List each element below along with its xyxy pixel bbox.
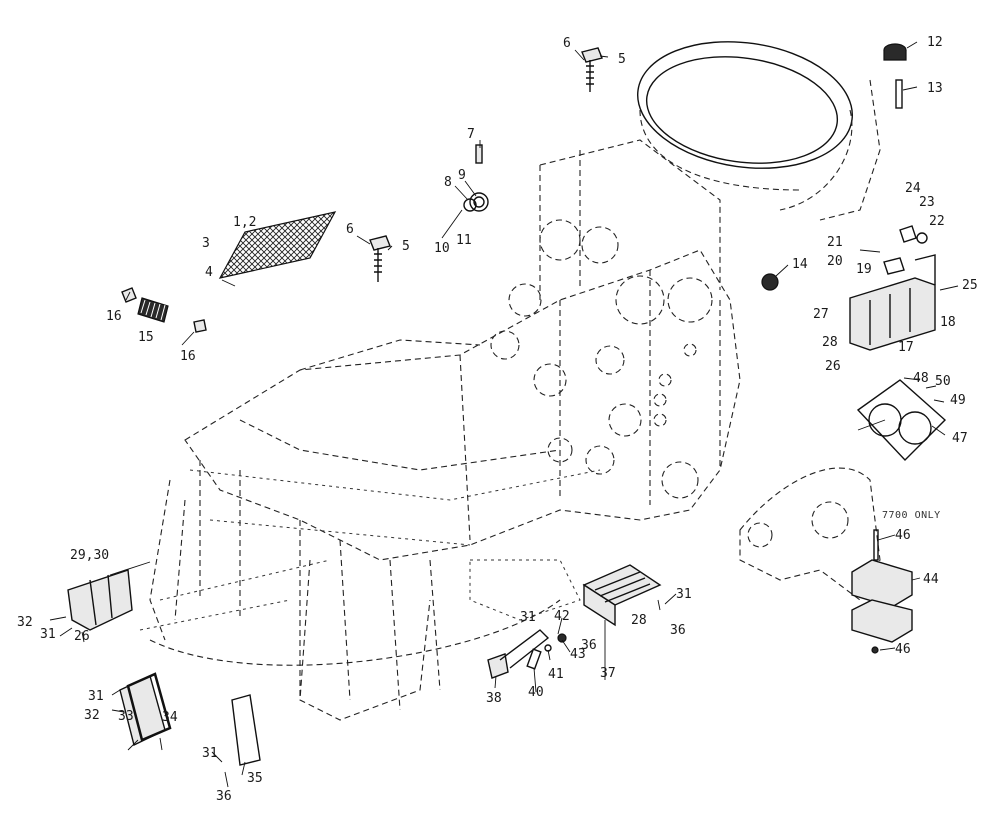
callout-label: 46 (895, 528, 911, 543)
callout-label: 10 (434, 241, 450, 256)
callout-label: 31 (520, 610, 536, 625)
callout-label: 33 (118, 709, 134, 724)
callout-label: 4 (205, 265, 213, 280)
callout-label: 36 (581, 638, 597, 653)
callout-label: 17 (898, 340, 914, 355)
callout-label: 9 (458, 168, 466, 183)
callout-label: 20 (827, 254, 843, 269)
callout-label: 48 (913, 371, 929, 386)
callout-label: 16 (180, 349, 196, 364)
variant-note: 7700 ONLY (882, 510, 941, 521)
gasket-plate (856, 379, 947, 462)
callout-label: 43 (570, 647, 586, 662)
callout-label: 19 (856, 262, 872, 277)
callout-label: 27 (813, 307, 829, 322)
callout-label: 6 (346, 222, 354, 237)
callout-label: 50 (935, 374, 951, 389)
callout-label: 41 (548, 667, 564, 682)
small-parts-top (463, 144, 489, 212)
callout-label: 12 (927, 35, 943, 50)
callout-labels: 1,2 3 4 5 5 6 6 7 8 9 10 11 12 13 14 15 … (17, 35, 978, 804)
callout-label: 21 (827, 235, 843, 250)
cap-and-rod (883, 43, 907, 109)
clamp-44 (851, 529, 913, 654)
callout-label: 5 (618, 52, 626, 67)
callout-label: 46 (895, 642, 911, 657)
callout-label: 37 (600, 666, 616, 681)
callout-label: 32 (17, 615, 33, 630)
callout-label: 8 (444, 175, 452, 190)
callout-label: 11 (456, 233, 472, 248)
callout-label: 13 (927, 81, 943, 96)
callout-label: 42 (554, 609, 570, 624)
callout-label: 31 (202, 746, 218, 761)
callout-label: 18 (940, 315, 956, 330)
callout-label: 31 (40, 627, 56, 642)
callout-label: 15 (138, 330, 154, 345)
callout-label: 36 (216, 789, 232, 804)
callout-label: 16 (106, 309, 122, 324)
leader-lines (49, 41, 946, 788)
right-bracket (849, 225, 959, 351)
callout-label: 40 (528, 685, 544, 700)
bolt-lower (369, 235, 391, 282)
step-mesh (218, 211, 337, 287)
spring-assembly (121, 287, 207, 333)
callout-label: 28 (631, 613, 647, 628)
callout-label: 38 (486, 691, 502, 706)
callout-label: 5 (402, 239, 410, 254)
callout-label: 6 (563, 36, 571, 51)
callout-label: 7 (467, 127, 475, 142)
tank-ring (637, 41, 881, 221)
callout-label: 32 (84, 708, 100, 723)
callout-label: 31 (88, 689, 104, 704)
callout-label: 25 (962, 278, 978, 293)
right-fender (739, 467, 881, 601)
callout-label: 26 (825, 359, 841, 374)
bolt-upper (581, 47, 603, 92)
callout-label: 3 (202, 236, 210, 251)
callout-label: 47 (952, 431, 968, 446)
right-step (582, 564, 662, 627)
left-lower-parts (67, 569, 261, 766)
callout-label: 28 (822, 335, 838, 350)
main-frame (139, 139, 741, 721)
callout-label: 29,30 (70, 548, 109, 563)
callout-label: 14 (792, 257, 808, 272)
callout-label: 24 (905, 181, 921, 196)
frame-openings (490, 219, 713, 499)
callout-label: 23 (919, 195, 935, 210)
callout-label: 1,2 (233, 215, 256, 230)
callout-label: 26 (74, 629, 90, 644)
pedal-assembly (487, 629, 567, 679)
callout-label: 34 (162, 710, 178, 725)
callout-label: 36 (670, 623, 686, 638)
callout-label: 22 (929, 214, 945, 229)
callout-label: 44 (923, 572, 939, 587)
callout-label: 31 (676, 587, 692, 602)
callout-label: 35 (247, 771, 263, 786)
callout-label: 49 (950, 393, 966, 408)
fitting-14 (761, 273, 779, 291)
